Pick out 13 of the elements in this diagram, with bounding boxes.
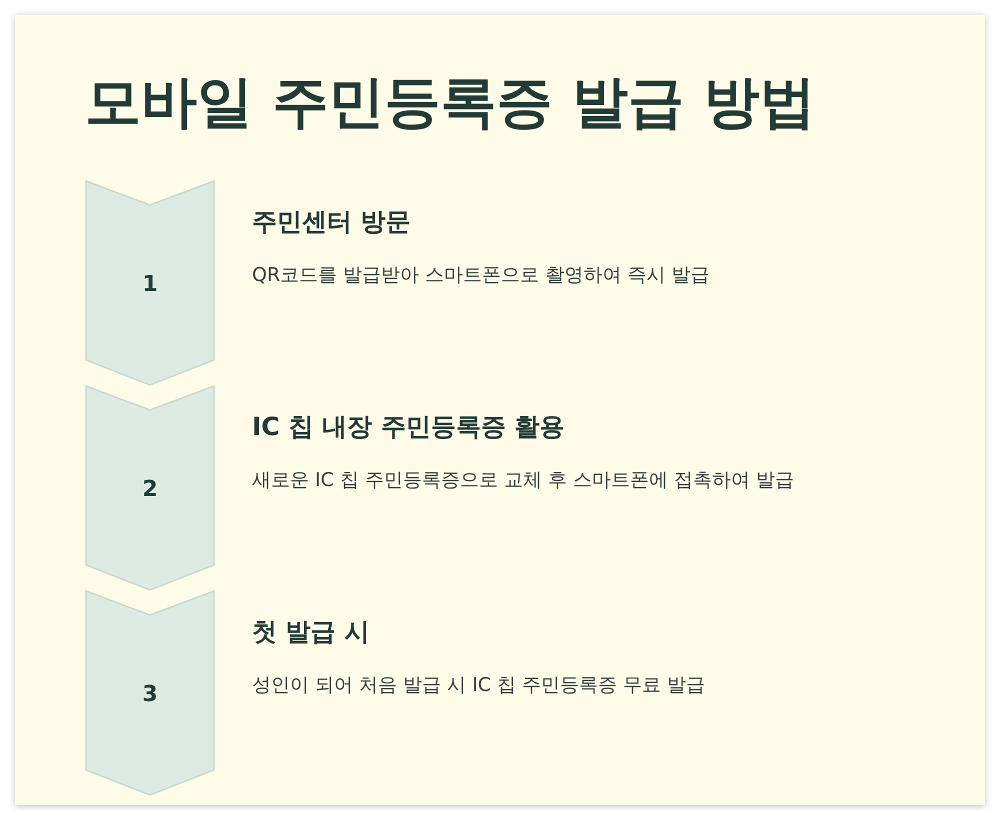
step-description: QR코드를 발급받아 스마트폰으로 촬영하여 즉시 발급 <box>252 263 710 288</box>
title: 모바일 주민등록증 발급 방법 <box>85 69 816 137</box>
chevron-step <box>85 385 215 591</box>
step-description: 성인이 되어 처음 발급 시 IC 칩 주민등록증 무료 발급 <box>252 673 706 698</box>
chevron-step <box>85 590 215 796</box>
step-number: 3 <box>141 682 159 707</box>
chevron-step <box>85 180 215 386</box>
step-description: 새로운 IC 칩 주민등록증으로 교체 후 스마트폰에 접촉하여 발급 <box>252 468 794 493</box>
step-heading: IC 칩 내장 주민등록증 활용 <box>252 411 564 443</box>
step-heading: 첫 발급 시 <box>252 616 370 648</box>
step-number: 2 <box>141 477 159 502</box>
step-heading: 주민센터 방문 <box>252 206 411 238</box>
step-number: 1 <box>141 272 159 297</box>
